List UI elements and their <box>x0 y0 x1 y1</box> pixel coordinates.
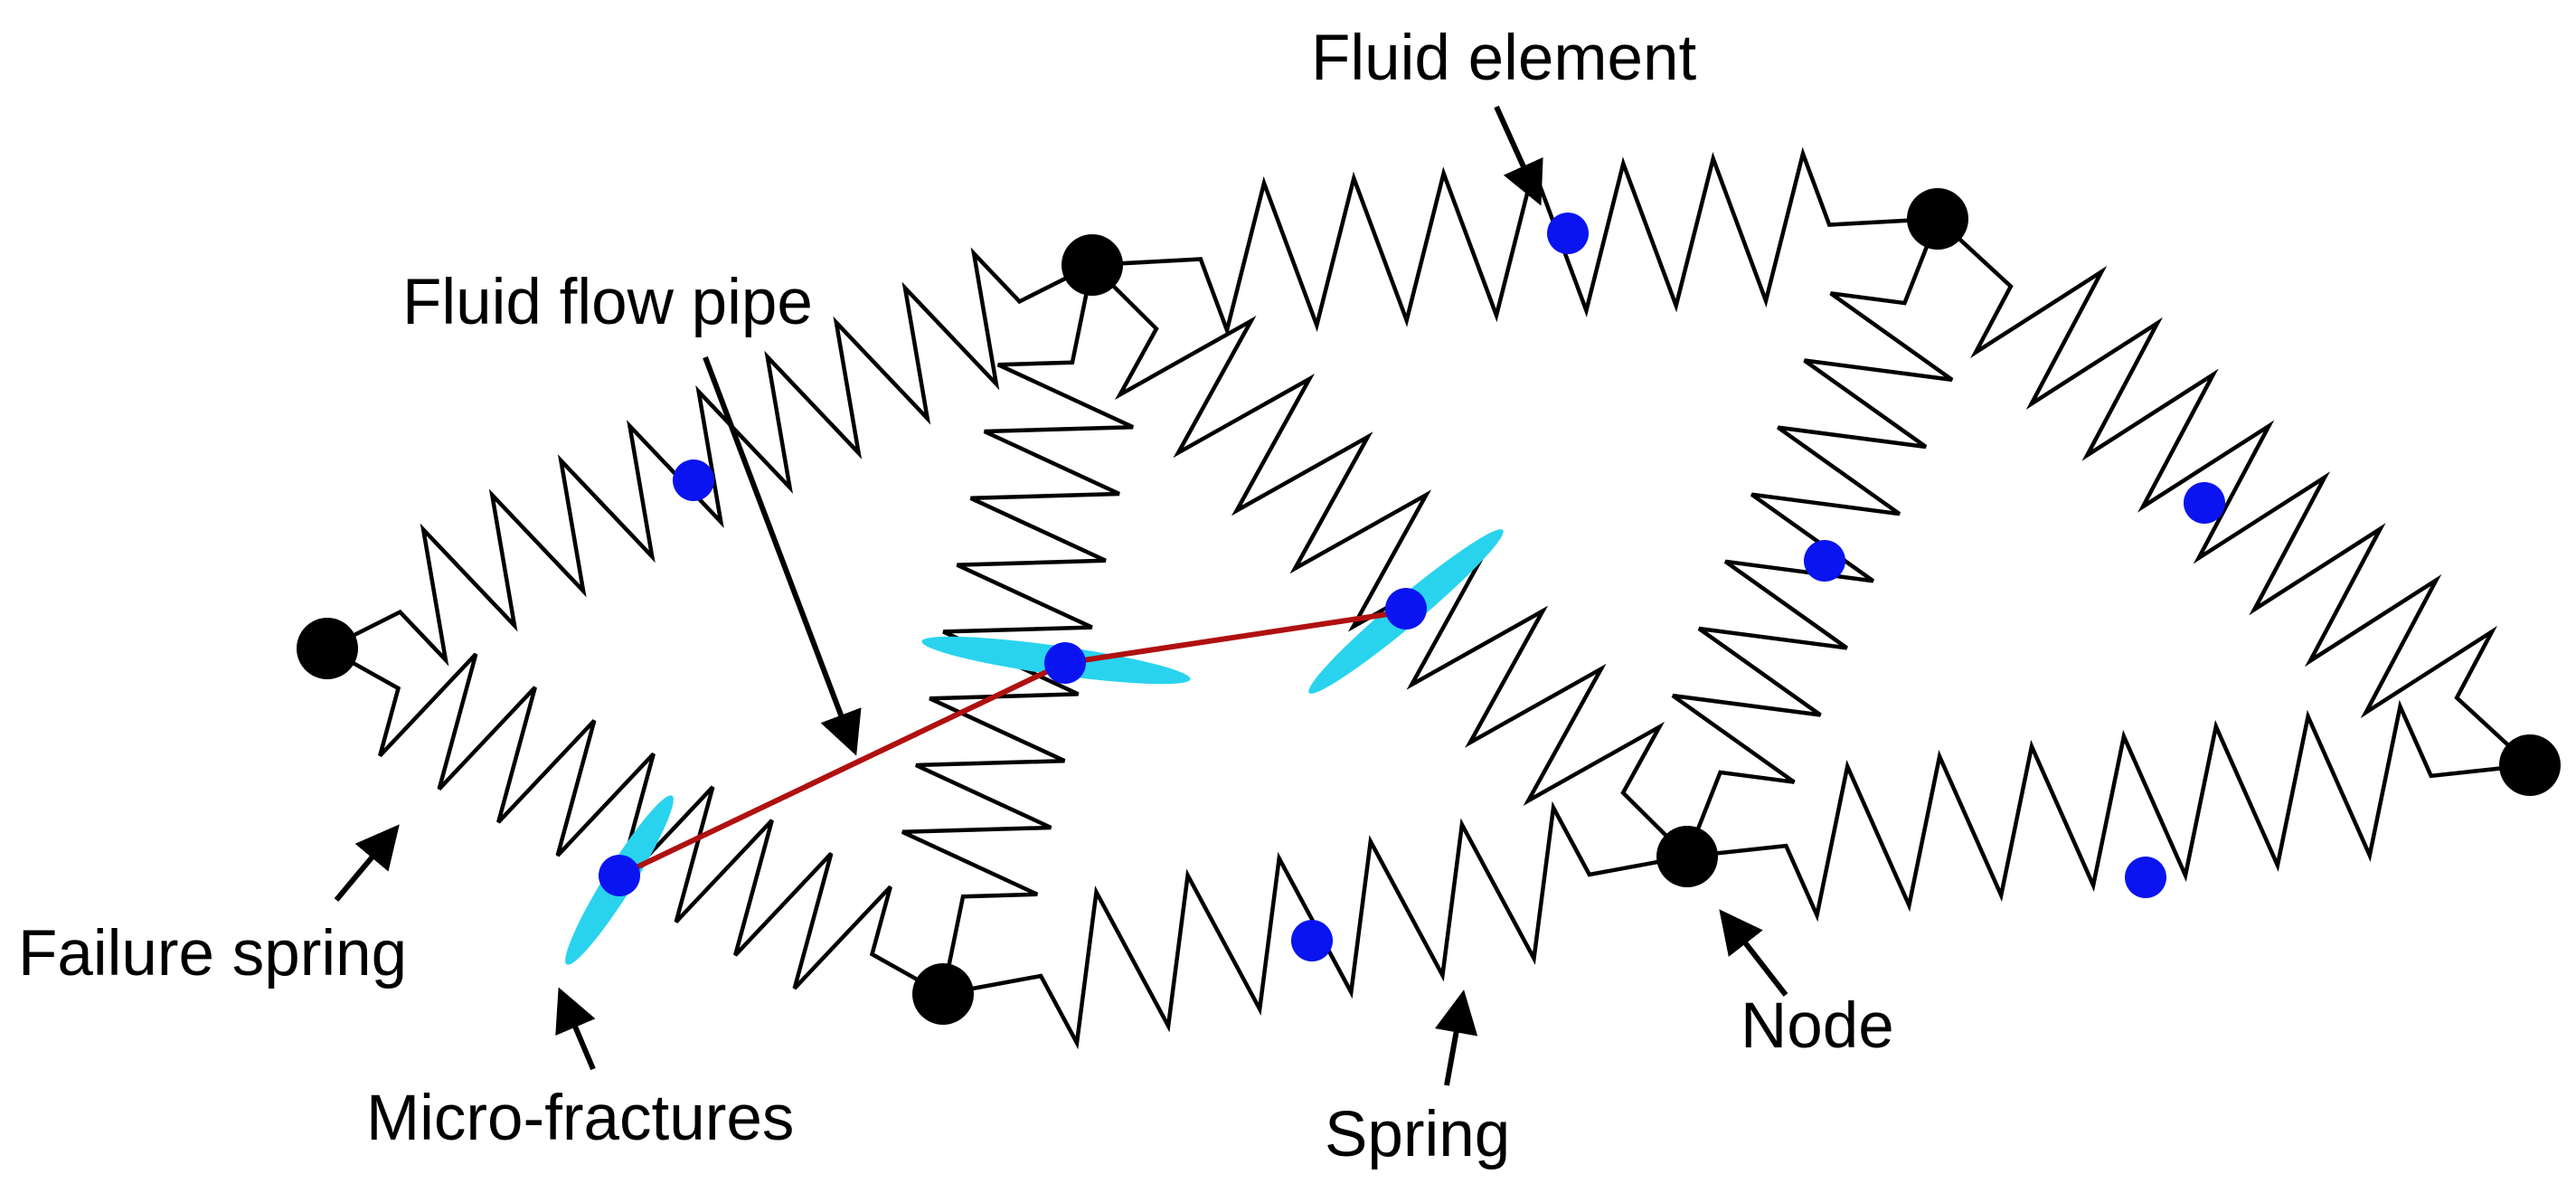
node <box>912 963 974 1025</box>
fluid-element <box>599 855 640 896</box>
node <box>2499 734 2561 796</box>
label-fluid-element: Fluid element <box>1311 23 1696 94</box>
label-spring: Spring <box>1325 1099 1510 1170</box>
node <box>297 618 358 679</box>
annotation-arrow <box>1434 989 1478 1086</box>
node <box>1062 234 1123 296</box>
spring-a-b <box>325 247 1095 667</box>
fluid-elements-group <box>599 213 2225 961</box>
fluid-element <box>673 459 714 501</box>
spring-b-f <box>901 262 1134 997</box>
annotation-arrow <box>555 987 596 1071</box>
spring-c-e <box>1671 216 1954 859</box>
fluid-element <box>2184 482 2225 524</box>
annotation-arrow <box>1719 909 1788 997</box>
spring-d-e <box>1684 699 2533 923</box>
spring-f-a <box>325 646 946 997</box>
arrows-group <box>334 105 1788 1086</box>
fluid-element <box>1385 588 1427 630</box>
annotation-arrow <box>334 824 400 902</box>
fluid-element <box>2125 857 2166 898</box>
spring-c-d <box>1935 216 2533 768</box>
label-fluid-flow-pipe: Fluid flow pipe <box>402 267 813 338</box>
fluid-element <box>1547 213 1589 254</box>
spring-b-c <box>1090 147 1940 337</box>
node <box>1907 188 1968 250</box>
nodes-group <box>297 188 2561 1025</box>
annotation-arrow <box>1494 105 1543 206</box>
annotation-arrow <box>703 355 862 756</box>
node <box>1656 826 1718 887</box>
fluid-element <box>1804 540 1845 582</box>
label-node: Node <box>1741 990 1894 1062</box>
label-failure-spring: Failure spring <box>18 918 407 989</box>
spring-b-e <box>1090 262 1690 859</box>
fluid-element <box>1291 920 1333 961</box>
fluid-element <box>1044 642 1086 684</box>
label-micro-fractures: Micro-fractures <box>366 1083 794 1154</box>
